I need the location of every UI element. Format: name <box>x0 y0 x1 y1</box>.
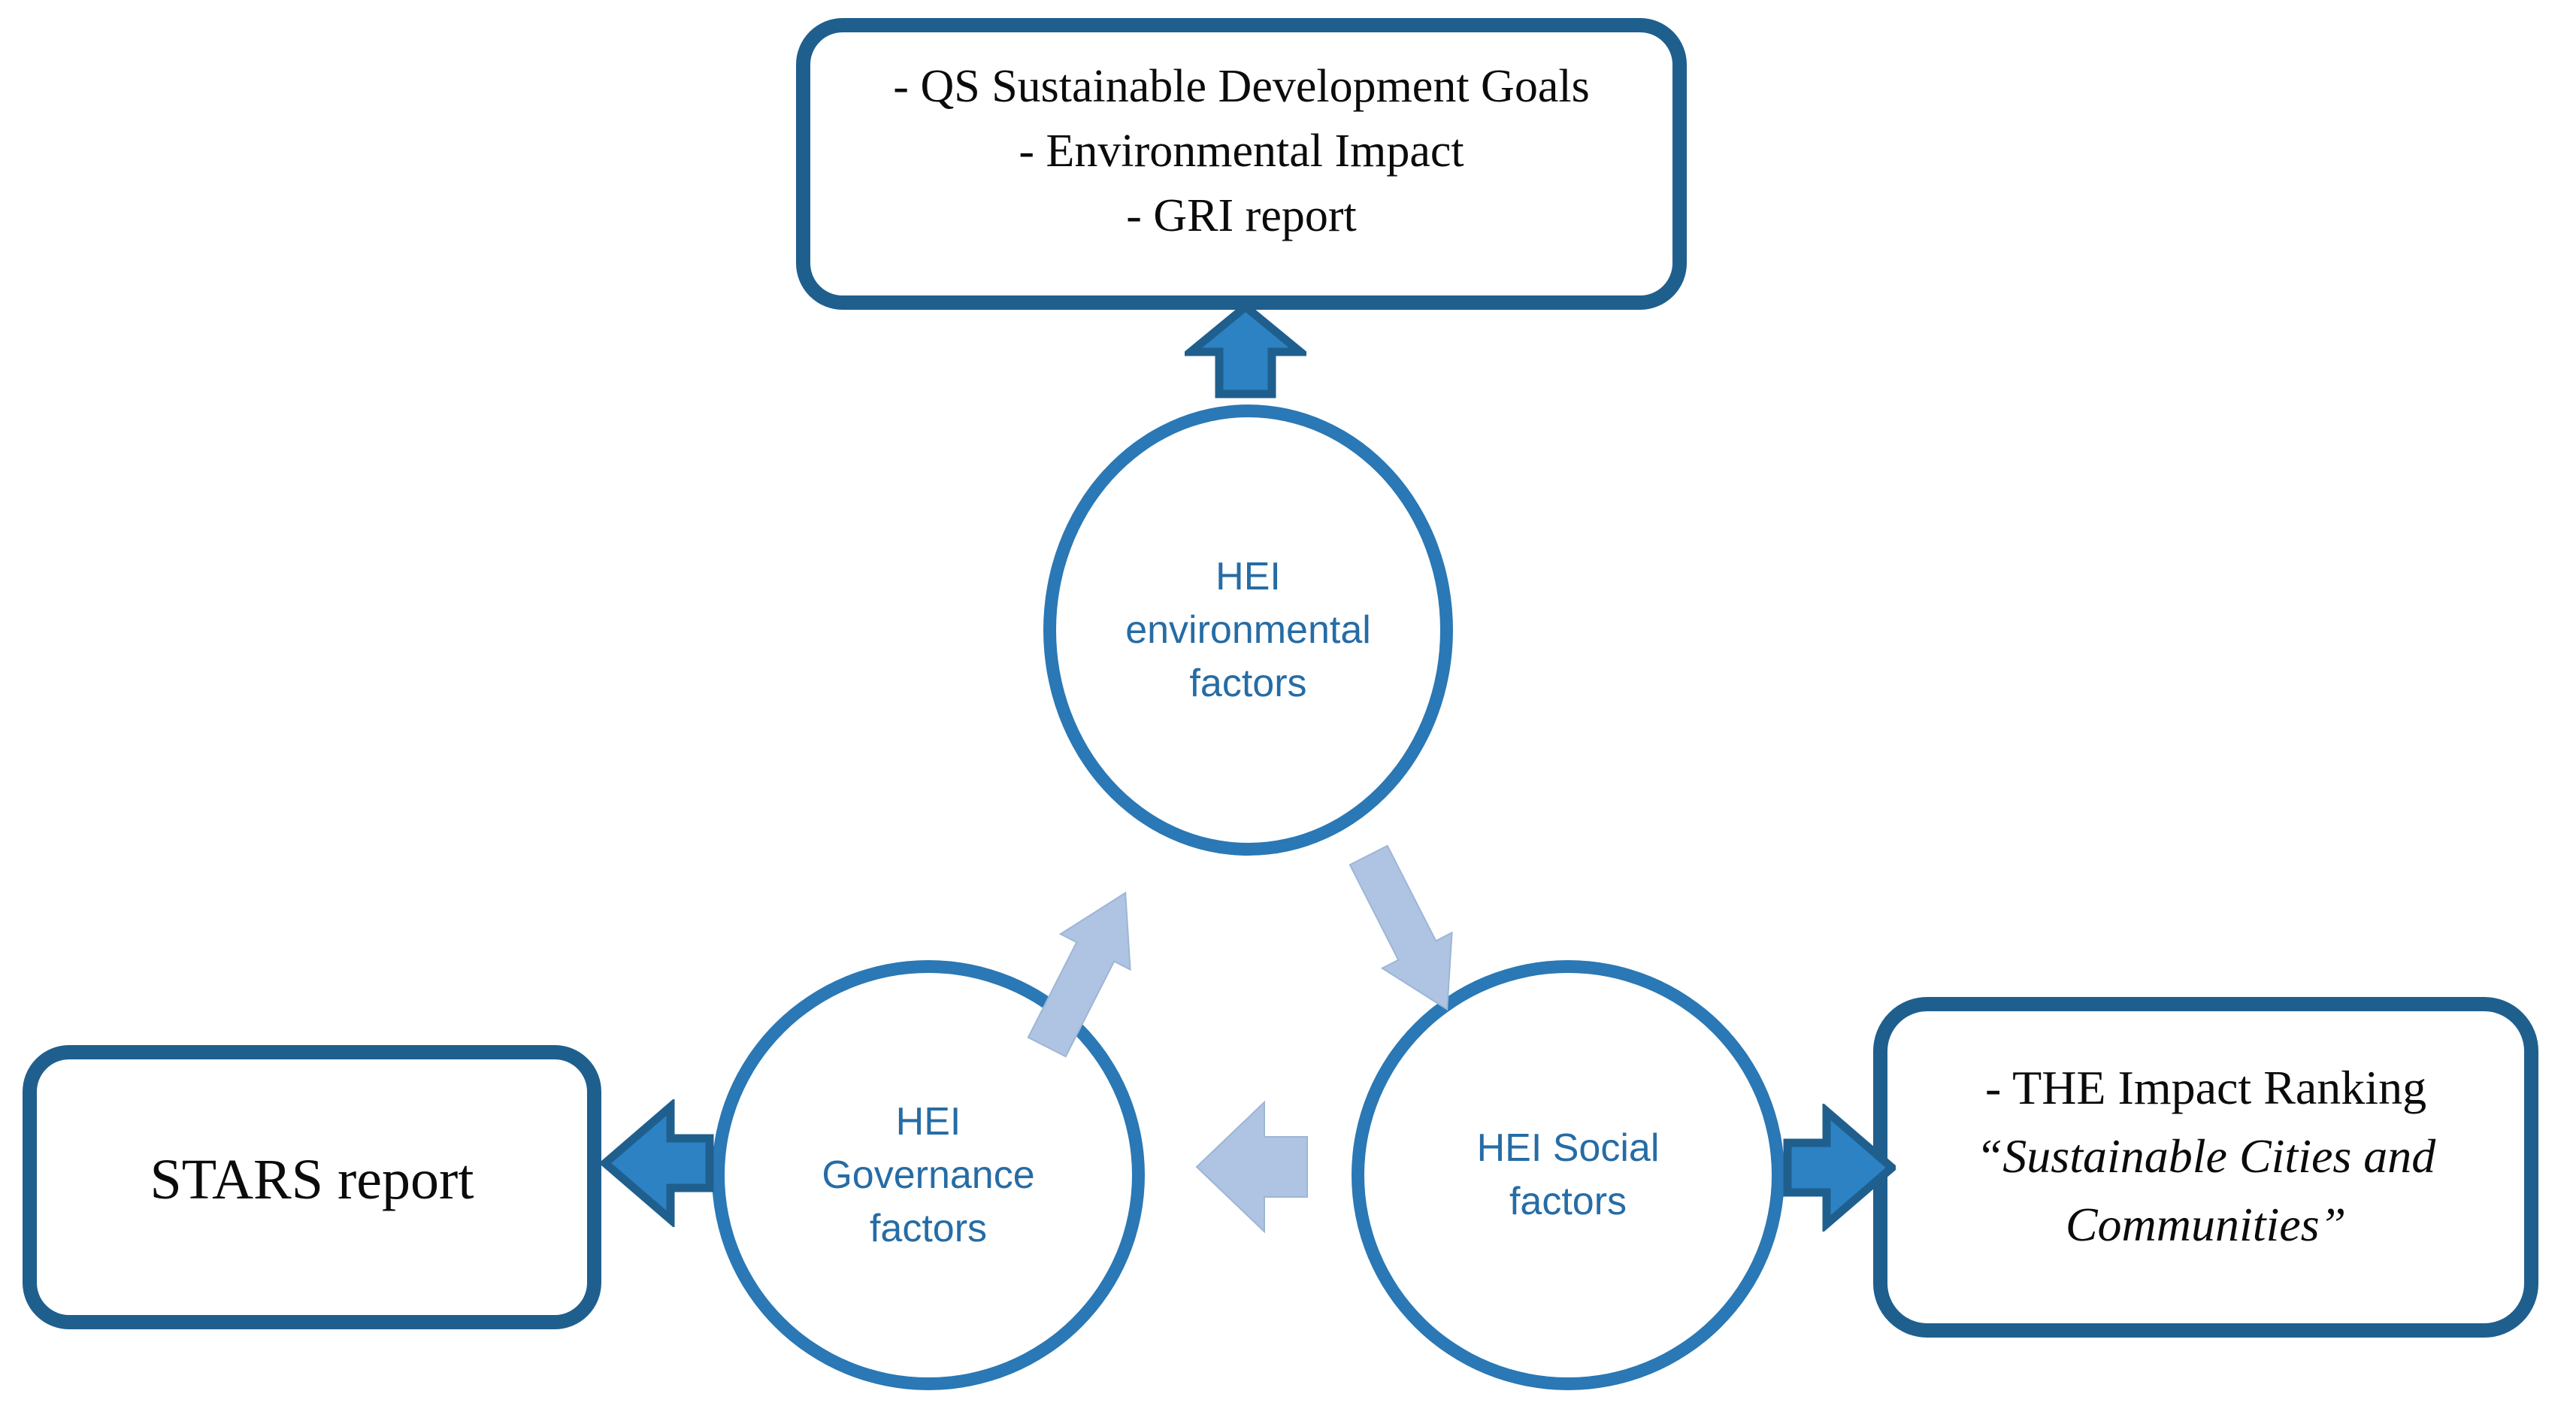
connector-arrow-right-icon <box>1783 1104 1896 1232</box>
circle-social-line-1: HEI Social <box>1476 1126 1660 1170</box>
circle-social-line-2: factors <box>1509 1180 1627 1223</box>
circle-env-line-1: HEI <box>1215 554 1281 598</box>
impact-ranking-quote-line-1: “Sustainable Cities and <box>1975 1129 2436 1183</box>
circle-environmental-factors: HEI environmental factors <box>1043 405 1453 856</box>
report-line-qs-sdg: - QS Sustainable Development Goals <box>893 61 1590 112</box>
impact-ranking-quote-line-2: Communities” <box>2065 1198 2347 1251</box>
connector-arrow-left-icon <box>601 1099 714 1227</box>
report-line-gri: - GRI report <box>1126 190 1357 241</box>
cycle-arrow-social-to-governance-icon <box>1195 1100 1308 1234</box>
connector-arrow-up-icon <box>1185 302 1306 398</box>
impact-ranking-box: - THE Impact Ranking “Sustainable Cities… <box>1873 997 2538 1338</box>
impact-ranking-line: - THE Impact Ranking <box>1984 1061 2427 1114</box>
circle-env-line-2: environmental <box>1125 608 1371 652</box>
stars-report-label: STARS report <box>150 1147 474 1211</box>
cycle-arrow-environmental-to-social-icon <box>1349 844 1453 1011</box>
cycle-arrow-governance-to-environmental-icon <box>1027 891 1131 1058</box>
stars-report-box: STARS report <box>23 1045 601 1329</box>
circle-env-line-3: factors <box>1189 661 1307 705</box>
circle-gov-line-3: factors <box>869 1206 988 1250</box>
circle-gov-line-1: HEI <box>895 1099 961 1144</box>
circle-gov-line-2: Governance <box>822 1153 1035 1197</box>
report-line-environmental-impact: - Environmental Impact <box>1019 126 1464 177</box>
environmental-reports-box: - QS Sustainable Development Goals - Env… <box>796 18 1687 310</box>
